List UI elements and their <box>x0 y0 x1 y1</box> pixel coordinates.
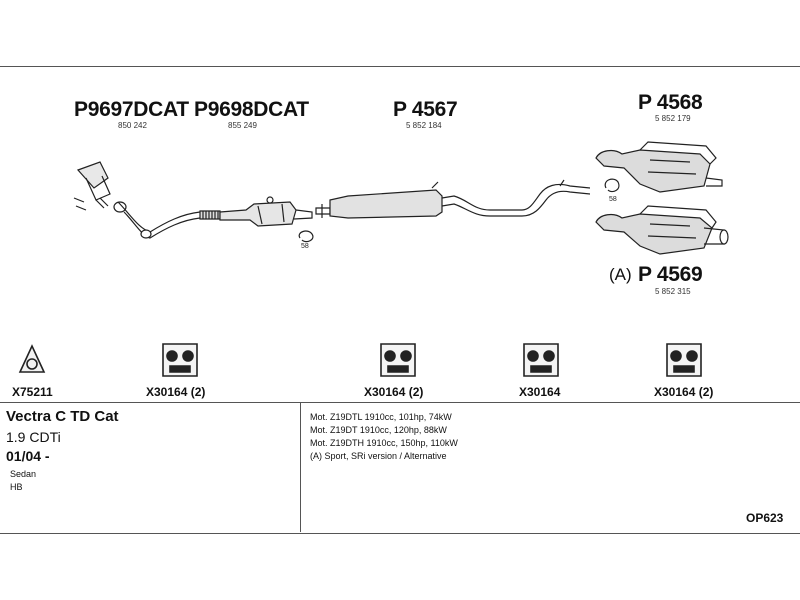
vehicle-model: Vectra C TD Cat <box>6 408 119 425</box>
oe-number-cat1: 850 242 <box>118 121 147 130</box>
oe-number-rear-alt: 5 852 315 <box>655 287 691 296</box>
fitting-label: X30164 (2) <box>146 385 206 399</box>
fitting-label: X30164 <box>519 385 561 399</box>
part-number-cat1: P9697DCAT <box>74 98 189 121</box>
oe-number-rear: 5 852 179 <box>655 114 691 123</box>
hanger-label-rear: 58 <box>609 196 617 203</box>
diagram-frame <box>0 66 800 534</box>
part-number-rear: P 4568 <box>638 91 703 114</box>
engine-note: Mot. Z19DT 1910cc, 120hp, 88kW <box>310 425 447 435</box>
fitting-label: X30164 (2) <box>654 385 714 399</box>
engine-note: (A) Sport, SRi version / Alternative <box>310 451 447 461</box>
oe-number-cat2: 855 249 <box>228 121 257 130</box>
hanger-clamp-right-icon <box>604 178 620 193</box>
vehicle-date: 01/04 - <box>6 448 50 464</box>
vehicle-engine: 1.9 CDTi <box>6 429 61 445</box>
middle-silencer-part <box>315 179 591 219</box>
engine-note: Mot. Z19DTL 1910cc, 101hp, 74kW <box>310 412 452 422</box>
part-number-rear-alt: P 4569 <box>638 263 703 286</box>
rubber-hanger-icon <box>523 343 559 377</box>
rubber-hanger-icon <box>666 343 702 377</box>
fitting-label: X75211 <box>12 385 53 399</box>
column-divider <box>300 402 301 532</box>
body-type: Sedan <box>10 469 37 479</box>
rear-silencer-alt-part <box>595 205 729 255</box>
section-divider <box>0 402 800 403</box>
alternative-marker: (A) <box>609 265 632 284</box>
front-catalyst-part <box>73 161 201 239</box>
hanger-label-front: 58 <box>301 243 309 250</box>
body-type: HB <box>10 482 23 492</box>
rear-silencer-part <box>595 141 723 193</box>
part-number-cat2: P9698DCAT <box>194 98 309 121</box>
fitting-label: X30164 (2) <box>364 385 424 399</box>
catalyst-body <box>219 196 313 227</box>
part-number-middle: P 4567 <box>393 98 458 121</box>
rubber-hanger-icon <box>380 343 416 377</box>
rubber-hanger-icon <box>162 343 198 377</box>
oe-number-middle: 5 852 184 <box>406 121 442 130</box>
hanger-clamp-icon <box>298 230 314 243</box>
engine-note: Mot. Z19DTH 1910cc, 150hp, 110kW <box>310 438 458 448</box>
reference-code: OP623 <box>746 511 784 525</box>
gasket-icon <box>18 344 46 373</box>
